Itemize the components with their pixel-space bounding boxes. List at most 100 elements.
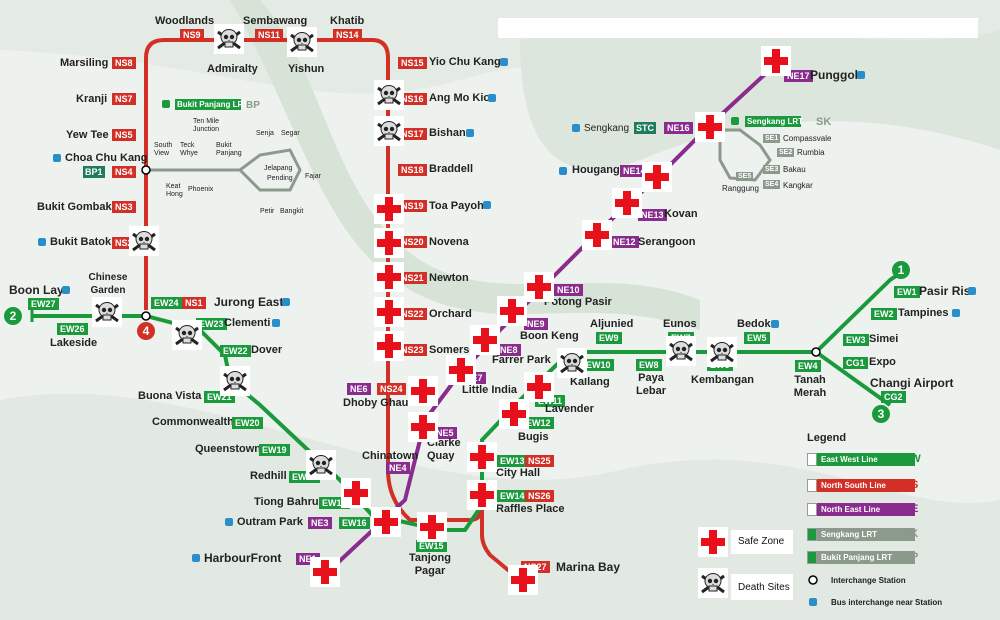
station-chinese-garden: Chinese Garden [86,271,130,297]
station-rumbia: Rumbia [797,148,825,157]
station-marina-bay: Marina Bay [556,560,621,574]
safe-zone-marker [371,507,401,537]
code-ew8: EW8 [636,359,662,371]
station-little-india: Little India [462,384,517,396]
legend-swatch [807,503,817,516]
safe-zone-marker [612,188,642,218]
station-commonwealth: Commonwealth [152,416,234,428]
bus-icon [559,167,567,175]
death-site-marker [92,297,122,327]
terminal-marker-2: 2 [4,307,22,325]
death-site-marker [214,24,244,54]
code-ne4: NE4 [386,462,410,474]
changi-branch [814,350,892,407]
code-ns11: NS11 [255,29,284,41]
station-teck-whye: Teck Whye [180,142,198,157]
legend-bp-code: BP [903,551,919,563]
station-kallang: Kallang [570,376,610,388]
safe-zone-key-label: Safe Zone [738,536,785,547]
station-ang-mo-kio: Ang Mo Kio [429,92,491,104]
train-icon [162,100,170,108]
station-tanah-merah: Tanah Merah [793,374,827,399]
code-ew26: EW26 [57,323,88,335]
code-ew14: EW14 [497,490,528,502]
station-lavender: Lavender [545,403,594,415]
safe-zone-marker [341,478,371,508]
safe-zone-marker [467,442,497,472]
code-ew19: EW19 [259,444,290,456]
code-ew2: EW2 [871,308,897,320]
station-yio-chu-kang: Yio Chu Kang [429,56,501,68]
ns-line [144,38,522,582]
code-ns16: NS16 [398,93,427,105]
code-cg1: CG1 [843,357,868,369]
bus-icon [952,309,960,317]
death-site-marker [306,450,336,480]
station-chinese-garden-text: Chinese Garden [88,272,128,296]
bus-icon [483,201,491,209]
code-se1: SE1 [763,134,781,143]
safe-zone-marker [408,376,438,406]
bus-icon [857,71,865,79]
code-ne17: NE17 [784,70,813,82]
station-choa-chu-kang: Choa Chu Kang [65,152,148,164]
code-cg2: CG2 [881,391,906,403]
code-ew3: EW3 [843,334,869,346]
train-icon [731,117,739,125]
bus-icon [809,598,817,606]
legend-sk-code: SK [903,528,919,540]
safe-zone-marker [374,331,404,361]
code-bp: BP [246,100,260,111]
station-sengkang: Sengkang [584,123,630,134]
station-yew-tee: Yew Tee [66,129,109,141]
bus-icon [282,298,290,306]
bus-icon [572,124,580,132]
death-site-marker [287,27,317,57]
station-dhoby-ghaut: Dhoby Ghaut [343,397,413,409]
code-ns20: NS20 [398,236,427,248]
station-bukit-panjang: Bukit Panjang [216,142,242,157]
station-bishan: Bishan [429,127,466,139]
death-site-key-label: Death Sites [738,582,790,593]
death-site-marker [707,337,737,367]
station-simei: Simei [869,333,899,345]
station-toa-payoh: Toa Payoh [429,200,484,212]
station-newton: Newton [429,272,469,284]
legend-swatch [807,453,817,466]
station-jelapang: Jelapang [264,165,293,172]
station-paya-lebar: Paya Lebar [636,372,666,397]
legend-swatch [807,551,817,564]
safe-zone-marker [467,480,497,510]
station-harbourfront: HarbourFront [204,551,282,565]
legend-ne-label: North East Line [821,505,881,514]
station-phoenix: Phoenix [188,186,214,193]
station-bukit-gombak: Bukit Gombak [37,201,112,213]
safe-zone-marker [374,228,404,258]
station-serangoon: Serangoon [638,236,696,248]
station-bakau: Bakau [783,165,806,174]
bus-icon [38,238,46,246]
station-boon-lay: Boon Lay [9,283,64,297]
code-ns1: NS1 [182,297,206,309]
code-ns23: NS23 [398,344,427,356]
station-hougang: Hougang [572,164,620,176]
station-ranggung: Ranggung [722,184,759,193]
safe-zone-marker [374,297,404,327]
death-site-marker [557,348,587,378]
code-ns22: NS22 [398,308,427,320]
safe-zone-marker [408,412,438,442]
death-site-key-icon [698,568,728,598]
safe-zone-marker [695,112,725,142]
station-bukit-batok: Bukit Batok [50,236,112,248]
code-ew5: EW5 [744,332,770,344]
bus-icon [225,518,233,526]
legend-ns-code: NS [903,479,919,491]
safe-zone-marker [642,162,672,192]
code-ns18: NS18 [398,164,427,176]
code-ne9: NE9 [524,318,548,330]
legend-ns-label: North South Line [821,481,886,490]
station-senja: Senja [256,130,274,137]
station-boon-keng: Boon Keng [520,330,579,342]
code-ew23: EW23 [196,318,227,330]
code-ne5: NE5 [433,427,457,439]
